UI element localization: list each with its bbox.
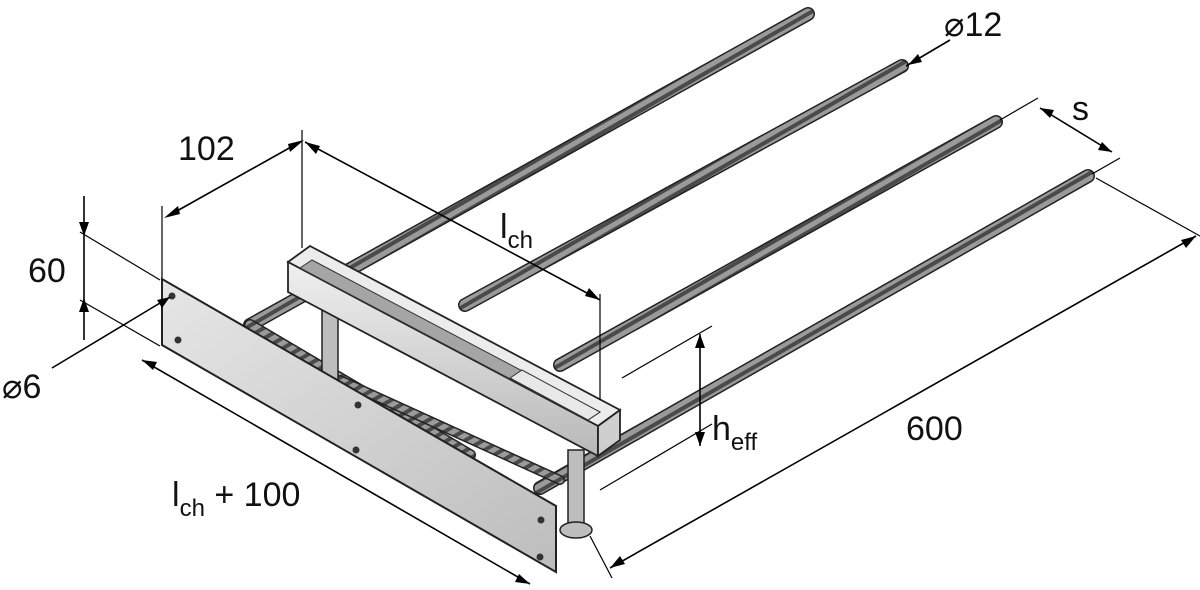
front-plate bbox=[161, 277, 557, 574]
label-60: 60 bbox=[28, 252, 66, 290]
label-s: s bbox=[1072, 90, 1089, 128]
channel-anchors bbox=[321, 309, 593, 539]
label-phi6: ⌀6 bbox=[2, 368, 41, 406]
label-lch: lch bbox=[500, 208, 533, 254]
label-600: 600 bbox=[906, 410, 963, 448]
anchor-channel bbox=[286, 244, 622, 458]
label-102: 102 bbox=[178, 130, 235, 168]
label-heff: heff bbox=[712, 410, 758, 456]
label-lch-plus-100: lch + 100 bbox=[172, 476, 300, 522]
label-phi12: ⌀12 bbox=[944, 6, 1002, 44]
dimension-lines bbox=[51, 39, 1200, 585]
